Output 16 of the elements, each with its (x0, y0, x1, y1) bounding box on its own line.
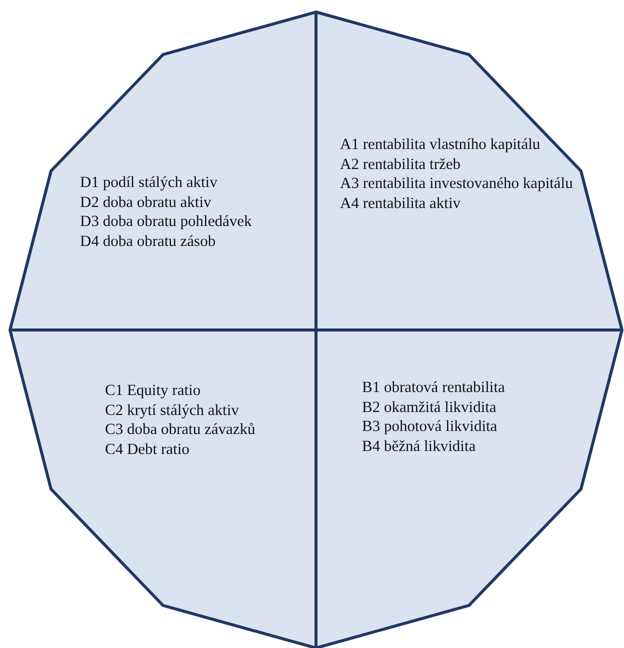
metric-text: A1 rentabilita vlastního kapitálu (340, 135, 542, 154)
metric-text: B3 pohotová likvidita (362, 417, 498, 436)
metric-text: A3 rentabilita investovaného kapitálu (340, 174, 574, 194)
metric-text: D3 doba obratu pohledávek (80, 212, 253, 232)
metric-text: B2 okamžitá likvidita (362, 398, 498, 417)
metric-text: C3 doba obratu závazků (105, 420, 256, 440)
metric-text: D4 doba obratu zásob (80, 232, 217, 251)
metric-text: D1 podíl stálých aktiv (80, 173, 218, 192)
metric-text: D2 doba obratu aktiv (80, 192, 212, 212)
metric-text: B1 obratová rentabilita (362, 378, 506, 398)
metric-text: C1 Equity ratio (105, 381, 202, 400)
metric-text: A4 rentabilita aktiv (340, 194, 462, 213)
metric-text: A2 rentabilita tržeb (340, 154, 462, 174)
metric-text: C2 krytí stálých aktiv (105, 400, 240, 420)
metric-text: C4 Debt ratio (105, 440, 190, 459)
metric-text: B4 běžná likvidita (362, 436, 477, 456)
